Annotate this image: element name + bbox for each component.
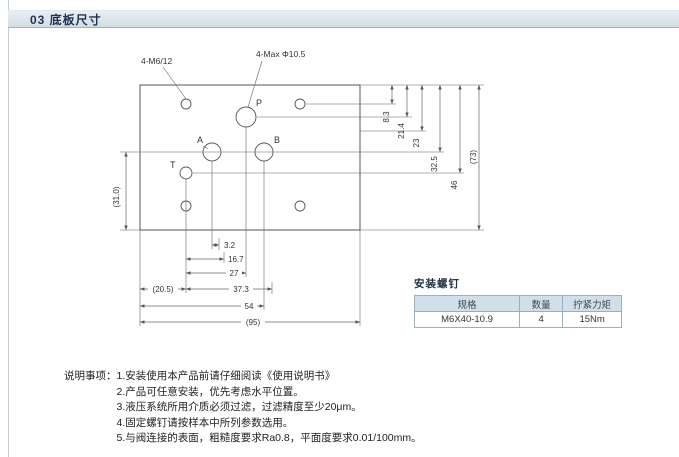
column-header-torque: 拧紧力矩 — [562, 295, 622, 312]
cell-qty: 4 — [519, 311, 564, 328]
screw-table: 规格 数量 拧紧力矩 M6X40-10.9 4 15Nm — [413, 295, 622, 328]
section-header: 03 底板尺寸 — [8, 10, 679, 28]
callout-max-holes: 4-Max Φ10.5 — [256, 49, 306, 59]
note-item: 5.与阀连接的表面，粗糙度要求Ra0.8，平面度要求0.01/100mm。 — [116, 432, 422, 444]
notes-list: 1.安装使用本产品前请仔细阅读《使用说明书》 2.产品可任意安装，优先考虑水平位… — [117, 369, 422, 447]
dimension-label-mask — [148, 284, 178, 294]
cell-torque: 15Nm — [562, 311, 622, 328]
dimension-label-mask — [226, 268, 242, 278]
dimension-label: 8.3 — [382, 111, 391, 123]
dimension-label: (20.5) — [153, 285, 174, 294]
port-t-hole — [179, 166, 193, 180]
note-item: 4.固定螺钉请按样本中所列参数选用。 — [116, 416, 294, 429]
dimension-label: (31.0) — [112, 186, 121, 207]
note-item: 2.产品可任意安装，优先考虑水平位置。 — [116, 385, 304, 398]
dimension-label: 21.4 — [397, 123, 406, 139]
callout-m6-leader-line — [162, 66, 187, 100]
section-title: 03 底板尺寸 — [30, 12, 102, 27]
dimension-label: 46 — [450, 180, 459, 189]
dimension-label-mask — [241, 301, 257, 311]
column-header-qty: 数量 — [519, 295, 564, 312]
technical-drawing: P A B T 4-M6/12 4-Max Φ10.5 8.3 21.4 23 … — [112, 49, 484, 327]
port-b-label: B — [274, 135, 280, 145]
note-item: 3.液压系统所用介质必须过滤，过滤精度至少20μm。 — [116, 401, 362, 413]
port-p-hole — [235, 106, 257, 128]
screw-table-title: 安装螺钉 — [414, 278, 460, 290]
dimension-label: 32.5 — [430, 156, 439, 172]
dimension-label-mask — [241, 317, 265, 327]
callout-m6-holes: 4-M6/12 — [141, 56, 172, 66]
port-p-label: P — [256, 98, 262, 108]
port-a-label: A — [197, 135, 203, 145]
notes-section: 说明事项： 1.安装使用本产品前请仔细阅读《使用说明书》 2.产品可任意安装，优… — [64, 369, 422, 447]
note-item: 1.安装使用本产品前请仔细阅读《使用说明书》 — [116, 370, 336, 382]
mounting-hole-bottom-right — [294, 200, 306, 212]
cell-spec: M6X40-10.9 — [413, 311, 521, 328]
port-t-label: T — [170, 160, 176, 170]
dimension-label: 23 — [412, 138, 421, 147]
dimension-label: 27 — [230, 269, 239, 278]
callout-max-leader-line — [247, 60, 263, 108]
mounting-hole-top-right — [294, 98, 306, 110]
dimension-label: 16.7 — [228, 255, 244, 264]
dimension-label: 37.3 — [233, 285, 249, 294]
mounting-hole-top-left — [180, 98, 192, 110]
page-left-rule — [8, 0, 9, 457]
dimension-label-mask — [229, 284, 253, 294]
screw-table-block: 安装螺钉 规格 数量 拧紧力矩 M6X40-10.9 4 15Nm — [413, 276, 622, 328]
column-header-spec: 规格 — [413, 295, 521, 312]
dimension-label: (73) — [469, 150, 478, 165]
table-row: M6X40-10.9 4 15Nm — [413, 311, 622, 328]
dimension-label: 54 — [245, 302, 254, 311]
screw-table-header-row: 规格 数量 拧紧力矩 — [413, 295, 622, 312]
dimension-label: (95) — [246, 318, 261, 327]
baseplate-outline — [139, 84, 361, 231]
notes-label: 说明事项： — [64, 370, 117, 382]
port-a-leader-line — [202, 145, 209, 150]
dimension-label: 3.2 — [224, 241, 236, 250]
